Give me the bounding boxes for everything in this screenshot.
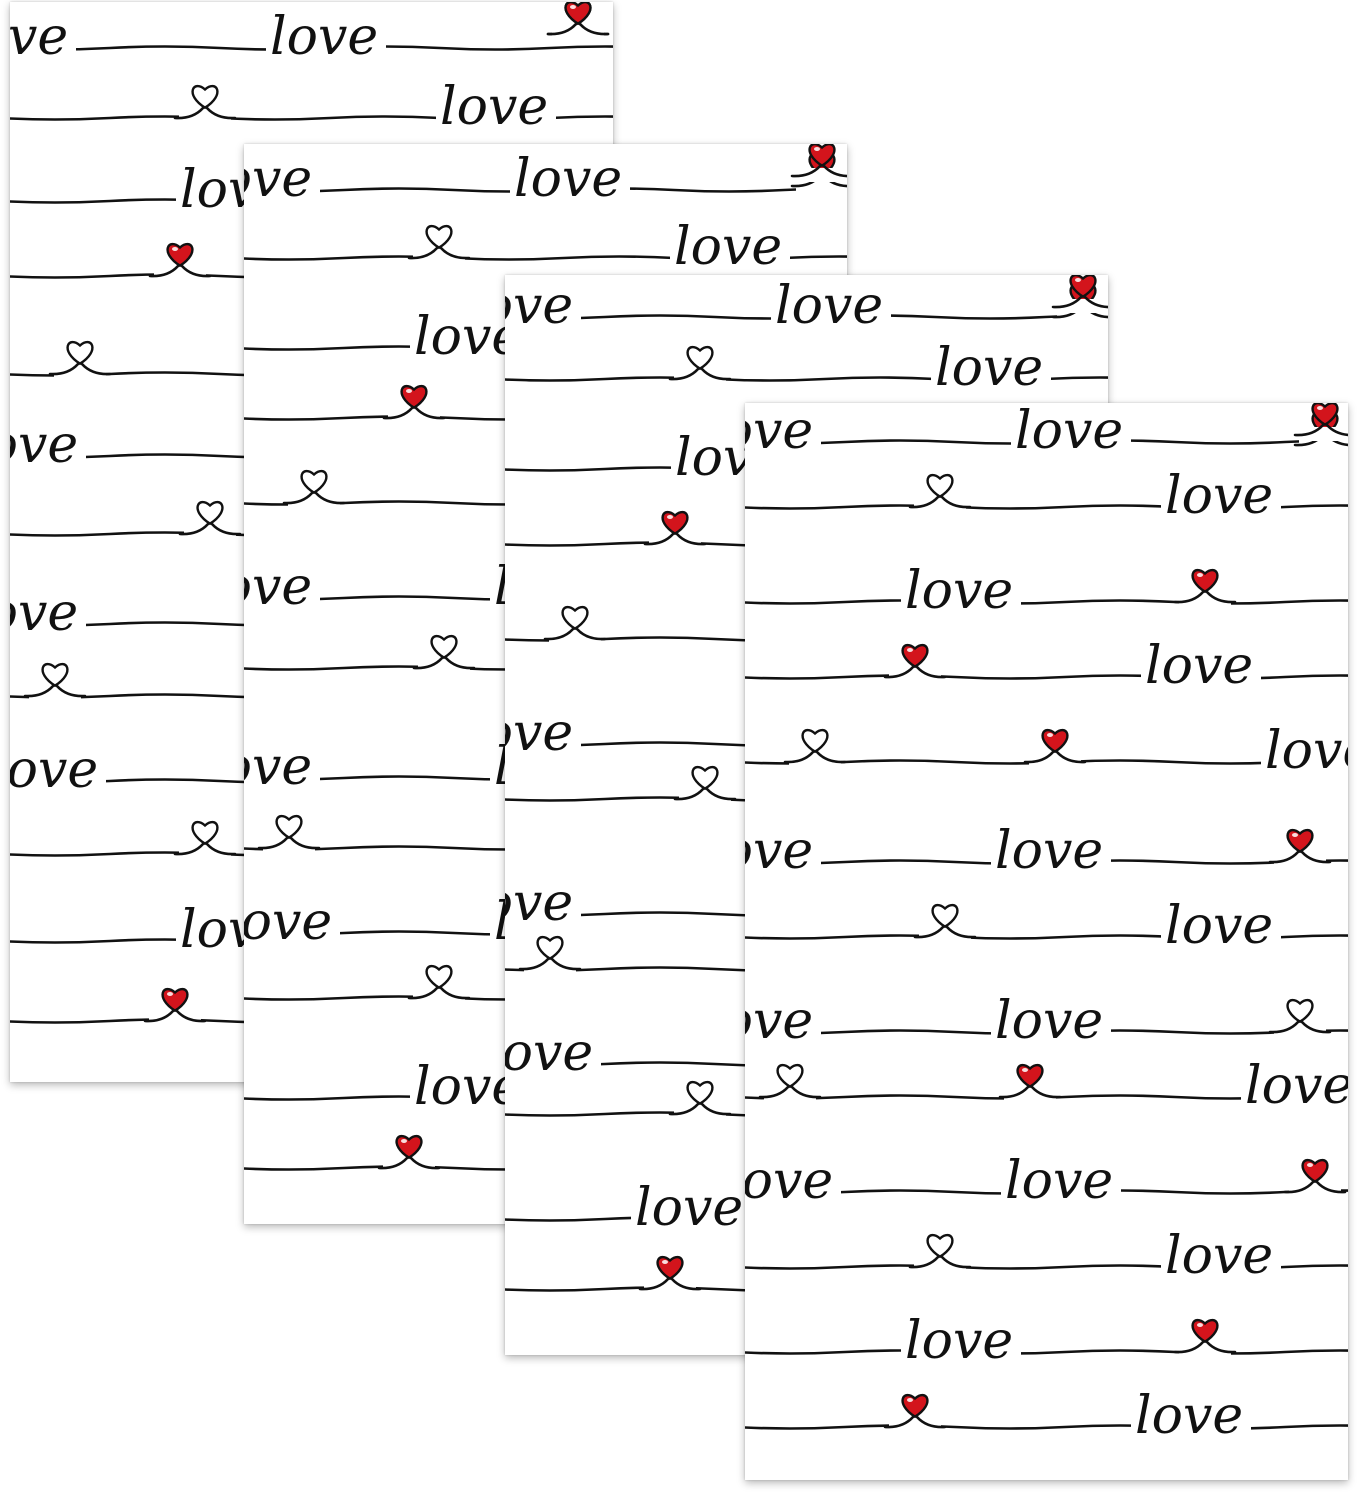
love-word: love [440, 77, 548, 137]
love-word: love [1145, 636, 1253, 696]
heart-outline-icon [275, 814, 303, 840]
love-word: love [1245, 1056, 1348, 1116]
love-word: love [1165, 1226, 1273, 1286]
love-word: love [10, 740, 98, 800]
pattern-line [745, 504, 1348, 510]
love-word: love [505, 873, 573, 933]
love-word: love [1015, 403, 1123, 461]
love-word: love [244, 892, 332, 952]
love-word: love [270, 7, 378, 67]
heart-outline-icon [300, 469, 328, 495]
heart-red-icon [901, 1393, 929, 1419]
love-word: love [935, 338, 1043, 398]
heart-outline-icon [191, 84, 219, 110]
heart-outline-icon [1286, 998, 1314, 1024]
heart-outline-icon [801, 728, 829, 754]
heart-outline-icon [191, 820, 219, 846]
love-word: love [745, 403, 813, 461]
napkin-4: lovelovelovelovelovelovelovelovelovelove… [745, 403, 1348, 1480]
heart-red-icon [400, 384, 428, 410]
love-word: love [905, 1311, 1013, 1371]
love-word: love [244, 737, 312, 797]
love-heart-pattern: lovelovelovelovelovelovelovelovelovelove… [745, 403, 1348, 1446]
pattern-line [745, 599, 1348, 605]
heart-red-icon [1041, 728, 1069, 754]
love-word: love [745, 1151, 833, 1211]
pattern-line [745, 934, 1348, 940]
love-word: love [745, 821, 813, 881]
heart-outline-icon [561, 605, 589, 631]
heart-red-icon [656, 1255, 684, 1281]
love-word: love [1165, 466, 1273, 526]
heart-red-icon [1016, 1063, 1044, 1089]
heart-outline-icon [425, 224, 453, 250]
love-word: love [10, 415, 78, 475]
love-word: love [745, 991, 813, 1051]
heart-red-icon [161, 987, 189, 1013]
love-word: love [995, 991, 1103, 1051]
heart-outline-icon [931, 903, 959, 929]
heart-red-icon [166, 242, 194, 268]
pattern-line [745, 1424, 1348, 1430]
love-word: love [635, 1178, 743, 1238]
pattern-line [745, 1349, 1348, 1355]
heart-outline-icon [686, 345, 714, 371]
heart-red-icon [1301, 1158, 1329, 1184]
love-word: love [775, 276, 883, 336]
love-word: love [244, 149, 312, 209]
love-word: love [505, 703, 573, 763]
heart-red-icon [661, 510, 689, 536]
heart-outline-icon [776, 1063, 804, 1089]
heart-outline-icon [926, 473, 954, 499]
heart-red-icon [1191, 568, 1219, 594]
heart-outline-icon [686, 1080, 714, 1106]
heart-outline-icon [536, 935, 564, 961]
pattern-line [745, 1264, 1348, 1270]
love-word: love [514, 149, 622, 209]
love-word: love [1005, 1151, 1113, 1211]
love-word: love [244, 557, 312, 617]
love-word: love [505, 1023, 593, 1083]
love-word: love [905, 561, 1013, 621]
love-word: love [674, 217, 782, 277]
love-word: love [505, 276, 573, 336]
heart-outline-icon [691, 765, 719, 791]
heart-red-icon [1286, 828, 1314, 854]
heart-red-icon [395, 1134, 423, 1160]
heart-red-icon [901, 643, 929, 669]
love-word: love [995, 821, 1103, 881]
pattern-line [745, 674, 1348, 680]
heart-red-icon [564, 2, 592, 26]
heart-outline-icon [196, 500, 224, 526]
love-word: love [1135, 1386, 1243, 1446]
heart-red-icon [1191, 1318, 1219, 1344]
heart-outline-icon [66, 340, 94, 366]
love-word: love [1165, 896, 1273, 956]
love-word: love [10, 7, 68, 67]
heart-outline-icon [926, 1233, 954, 1259]
heart-outline-icon [425, 964, 453, 990]
heart-outline-icon [430, 634, 458, 660]
heart-outline-icon [41, 662, 69, 688]
love-word: love [1265, 721, 1348, 781]
love-word: love [10, 583, 78, 643]
